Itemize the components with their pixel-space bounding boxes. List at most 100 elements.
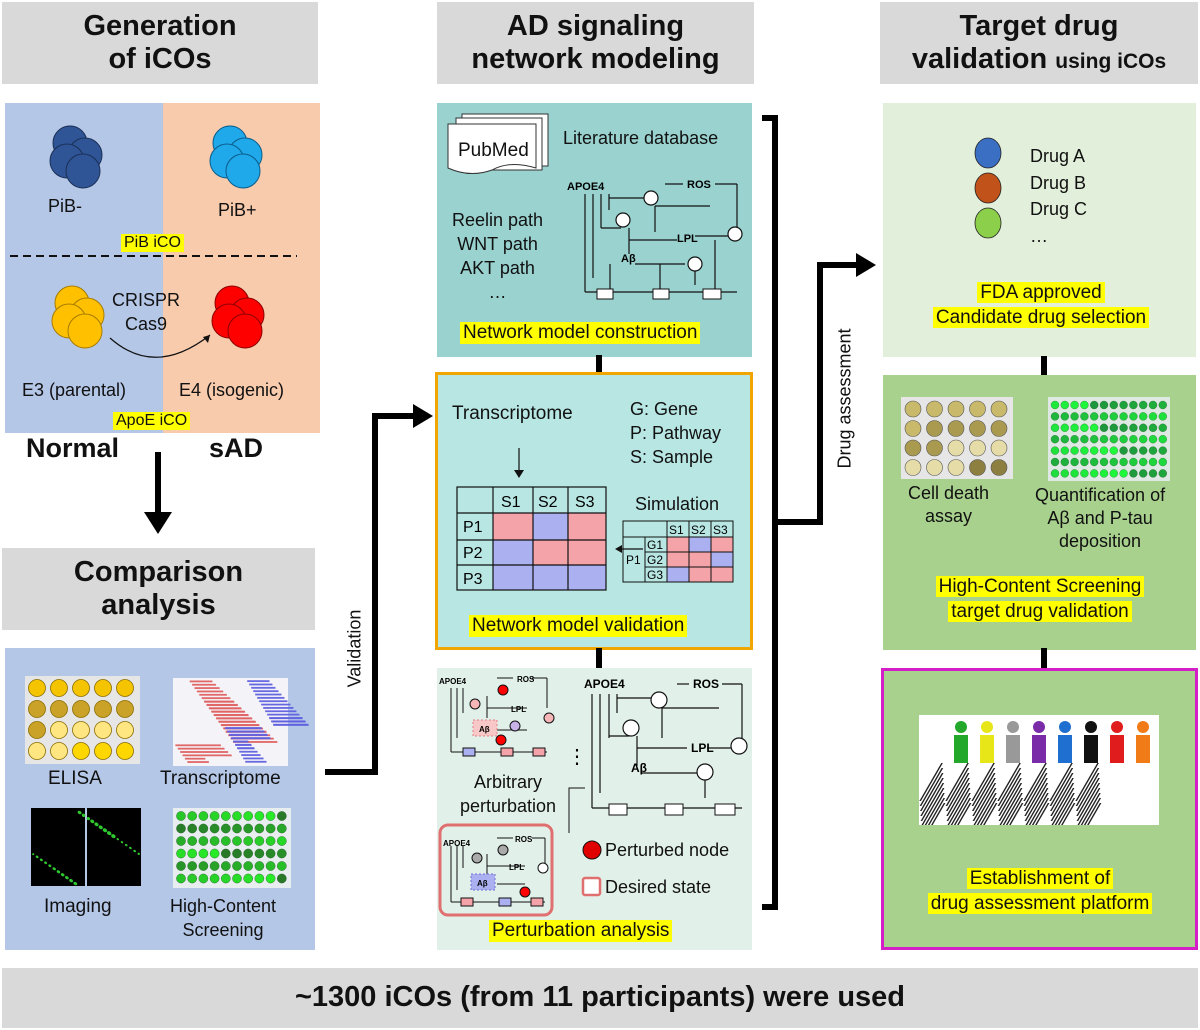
table-p3: P3 [463,571,483,588]
perturbation-label: Perturbation analysis [489,920,673,942]
generation-header-line1: Generation [83,9,237,42]
imaging-icon [31,808,141,886]
legend-list: G: Gene P: Pathway S: Sample [630,397,721,469]
fda-line2: Candidate drug selection [932,307,1150,328]
path-akt: AKT path [460,258,535,278]
e4-label: E4 (isogenic) [179,380,285,400]
drug-icons [974,137,1002,239]
target-header-line2-main: validation [911,43,1048,75]
network-header-line2: network modeling [471,43,720,75]
cell-death-line1: Cell death [908,483,990,503]
e3-label: E3 (parental) [22,380,127,400]
validation-model-label: Network model validation [469,615,688,637]
platform-label: Establishment of drug assessment platfor… [905,866,1175,916]
gene-sample-table: S1 S2 S3 P1 G1 G2 G3 [622,520,734,583]
drug-more-label: … [1030,225,1048,246]
vertical-ellipsis: ⋮ [567,746,587,768]
pib-minus-label: PiB- [48,196,83,216]
footer-banner: ~1300 iCOs (from 11 participants) were u… [2,968,1198,1028]
hcs-validation-line2: target drug validation [948,601,1132,622]
perturbed-node-label: Perturbed node [605,840,730,860]
des-ab: Aβ [477,879,488,888]
network-modeling-header: AD signaling network modeling [437,2,754,84]
hcs-line1: High-Content [170,896,277,916]
small-g2: G2 [647,553,663,567]
drug-list: Drug A Drug B Drug C … [1030,143,1087,249]
pubmed-stack-icon [447,113,549,174]
sad-label: sAD [209,433,264,463]
cell-death-line2: assay [925,506,973,526]
drug-a-label: Drug A [1030,146,1086,166]
comparison-header-line2: analysis [101,589,216,621]
hcs-line2: Screening [182,920,264,940]
legend-gene: G: Gene [630,399,699,419]
normal-to-comparison-arrow [144,452,172,534]
arbitrary-label: Arbitrary perturbation [460,770,556,818]
crispr-line2: Cas9 [124,314,168,334]
comparison-graphics [25,676,309,888]
table-s3: S3 [575,494,595,511]
drug-c-icon [974,207,1002,239]
hcs-plate-icon [173,808,291,888]
imaging-label: Imaging [44,896,112,917]
validation-label: Validation [344,609,365,688]
target-header-line1: Target drug [959,9,1119,42]
crispr-line1: CRISPR [112,290,181,310]
pib-plus-organoid-icon [209,125,263,189]
transcriptome-heatmap-icon [173,678,309,766]
table-p2: P2 [463,545,483,562]
footer-text: ~1300 iCOs (from 11 participants) were u… [294,981,906,1014]
network-diagram-1: APOE4 ROS LPL Aβ [567,179,743,300]
arb-apoe4: APOE4 [439,677,467,686]
path-more: … [488,282,507,302]
table-p1: P1 [463,519,483,536]
path-wnt: WNT path [457,234,538,254]
big-ros: ROS [693,677,719,691]
small-g1: G1 [647,538,663,552]
e4-organoid-icon [211,285,265,349]
legend-pathway: P: Pathway [630,423,722,443]
simulation-label: Simulation [635,494,720,514]
big-ab: Aβ [631,761,647,775]
hcs-validation-line1: High-Content Screening [935,576,1145,597]
quant-line3: deposition [1059,531,1142,551]
fda-label: FDA approved Candidate drug selection [910,280,1172,330]
validation-tables: S1 S2 S3 P1 P2 P3 S1 S2 S3 P1 G1 G2 G3 [456,486,734,591]
small-g3: G3 [647,568,663,582]
des-apoe4: APOE4 [443,839,471,848]
elisa-plate-icon [25,676,140,764]
quant-line1: Quantification of [1035,485,1166,505]
desired-state-icon [581,876,602,897]
arb-ros: ROS [517,675,535,684]
drug-assessment-label: Drug assessment [834,328,855,469]
validation-panel [435,372,753,650]
perturbation-graphics: APOE4 ROS LPL Aβ ⋮ APOE4 ROS LPL Aβ [438,675,748,917]
small-s3: S3 [713,523,728,537]
normal-label: Normal [26,433,120,463]
target-header-line2: validation using iCOs [912,43,1166,76]
fda-line1: FDA approved [977,282,1105,303]
apoe4-node-label: APOE4 [567,181,605,193]
perturbed-node-icon [582,840,602,860]
generation-header: Generation of iCOs [2,2,318,84]
drug-a-icon [974,137,1002,169]
crispr-label: CRISPR Cas9 [112,288,180,336]
generation-header-line2: of iCOs [108,43,212,75]
validation-arrow [325,404,433,775]
paths-list: Reelin path WNT path AKT path … [452,208,543,304]
e3-organoid-icon [51,285,105,349]
ab-node-label: Aβ [621,253,636,265]
quant-line2: Aβ and P-tau [1047,508,1153,528]
platform-line1: Establishment of [966,868,1114,889]
small-s1: S1 [669,523,684,537]
pib-ico-label: PiB iCO [121,234,184,252]
quant-label: Quantification of Aβ and P-tau depositio… [1035,484,1165,553]
cell-death-label: Cell death assay [908,482,989,528]
platform-line2: drug assessment platform [927,893,1153,914]
perturbation-panel [437,668,752,950]
literature-label: Literature database [563,128,719,148]
des-lpl: LPL [509,863,524,872]
drug-assessment-bracket [762,115,876,910]
apoe-ico-label: ApoE iCO [113,412,191,430]
target-header-small: using iCOs [1055,50,1167,73]
